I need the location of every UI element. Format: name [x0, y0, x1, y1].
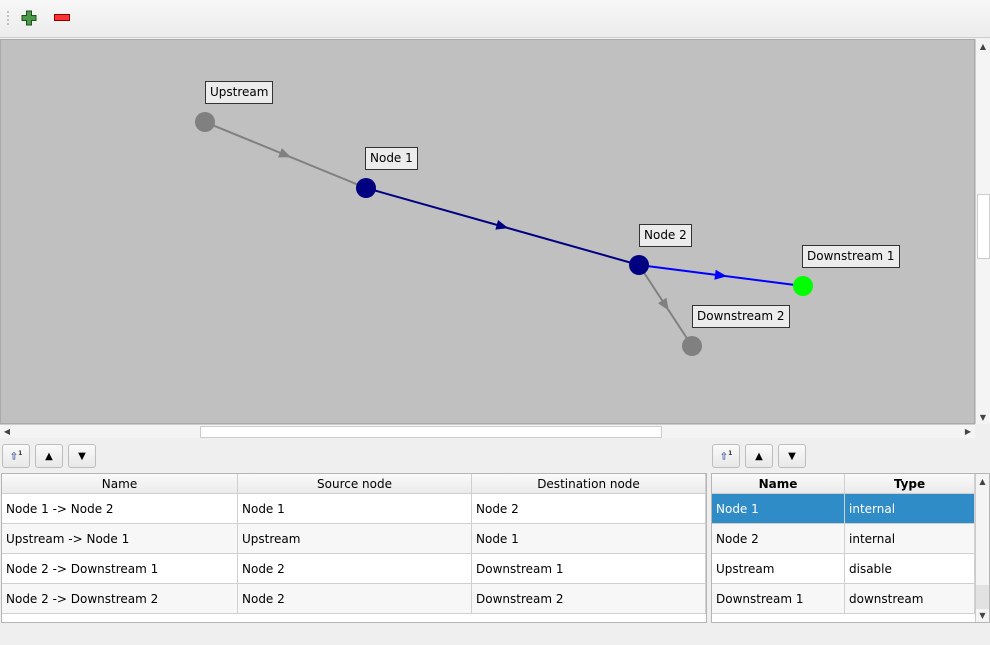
up-arrow-icon: ▲	[755, 450, 763, 462]
node-label: Node 1	[365, 147, 418, 170]
nodes-table-cell[interactable]: internal	[845, 524, 975, 554]
sort-icon: ⇧1	[719, 449, 733, 463]
graph-node[interactable]	[629, 255, 649, 275]
nodes-table-cell[interactable]: Node 1	[712, 494, 845, 524]
edges-table-cell[interactable]: Upstream -> Node 1	[2, 524, 238, 554]
edges-move-up-button[interactable]: ▲	[35, 444, 63, 468]
scroll-left-icon[interactable]: ◀	[3, 427, 11, 436]
add-button[interactable]	[18, 8, 40, 28]
edge-arrow-icon	[495, 220, 509, 230]
nodes-table-cell[interactable]: downstream	[845, 584, 975, 614]
graph-node[interactable]	[195, 112, 215, 132]
up-arrow-icon: ▲	[45, 450, 53, 462]
sort-icon: ⇧1	[9, 449, 23, 463]
node-label: Upstream	[205, 81, 274, 104]
node-label: Node 2	[639, 224, 692, 247]
nodes-move-down-button[interactable]: ▼	[778, 444, 806, 468]
edges-table-cell[interactable]: Node 2	[472, 494, 706, 524]
graph-node[interactable]	[682, 336, 702, 356]
nodes-table-cell[interactable]: Node 2	[712, 524, 845, 554]
column-header-source[interactable]: Source node	[238, 474, 472, 494]
down-arrow-icon: ▼	[78, 450, 86, 462]
nodes-table-cell[interactable]: Downstream 1	[712, 584, 845, 614]
edges-table-cell[interactable]: Node 1	[238, 494, 472, 524]
column-header-type[interactable]: Type	[845, 474, 975, 494]
node-label: Downstream 1	[802, 245, 900, 268]
toolbar	[0, 0, 990, 38]
edges-table: Name Source node Destination node Node 1…	[1, 473, 707, 623]
scroll-up-icon[interactable]: ▲	[979, 41, 987, 51]
nodes-sort-button[interactable]: ⇧1	[712, 444, 740, 468]
nodes-vertical-scrollbar[interactable]: ▲ ▼	[975, 474, 989, 622]
column-header-destination[interactable]: Destination node	[472, 474, 706, 494]
column-header-name[interactable]: Name	[2, 474, 238, 494]
nodes-table-cell[interactable]: Upstream	[712, 554, 845, 584]
edges-move-down-button[interactable]: ▼	[68, 444, 96, 468]
nodes-table-cell[interactable]: disable	[845, 554, 975, 584]
edges-table-cell[interactable]: Downstream 2	[472, 584, 706, 614]
horizontal-scroll-thumb[interactable]	[200, 426, 662, 438]
edge-arrow-icon	[658, 297, 669, 311]
graph-horizontal-scrollbar[interactable]: ◀ ▶	[0, 424, 975, 438]
green-plus-icon	[21, 10, 37, 26]
vertical-scroll-thumb[interactable]	[976, 585, 989, 609]
nodes-move-up-button[interactable]: ▲	[745, 444, 773, 468]
edges-table-cell[interactable]: Node 2	[238, 554, 472, 584]
scroll-right-icon[interactable]: ▶	[964, 427, 972, 436]
edges-table-cell[interactable]: Node 2	[238, 584, 472, 614]
nodes-table-cell[interactable]: internal	[845, 494, 975, 524]
scroll-corner	[975, 424, 990, 438]
scroll-down-icon[interactable]: ▼	[979, 412, 987, 422]
graph-view[interactable]	[1, 40, 976, 425]
remove-button[interactable]	[51, 8, 73, 28]
graph-node[interactable]	[356, 178, 376, 198]
edges-table-cell[interactable]: Node 1 -> Node 2	[2, 494, 238, 524]
edges-table-cell[interactable]: Node 1	[472, 524, 706, 554]
vertical-scroll-thumb[interactable]	[977, 194, 990, 259]
graph-node[interactable]	[793, 276, 813, 296]
edge-arrow-icon	[278, 148, 292, 158]
graph-vertical-scrollbar[interactable]: ▲ ▼	[975, 39, 990, 424]
scroll-up-icon[interactable]: ▲	[979, 476, 986, 486]
node-label: Downstream 2	[692, 305, 790, 328]
edges-sort-button[interactable]: ⇧1	[2, 444, 30, 468]
edges-table-cell[interactable]: Node 2 -> Downstream 2	[2, 584, 238, 614]
edge-arrow-icon	[714, 269, 727, 280]
edges-table-cell[interactable]: Node 2 -> Downstream 1	[2, 554, 238, 584]
red-minus-icon	[54, 14, 70, 21]
edges-table-cell[interactable]: Downstream 1	[472, 554, 706, 584]
scroll-down-icon[interactable]: ▼	[979, 610, 986, 620]
column-header-name[interactable]: Name	[712, 474, 845, 494]
edges-table-cell[interactable]: Upstream	[238, 524, 472, 554]
toolbar-grip[interactable]	[6, 10, 10, 26]
down-arrow-icon: ▼	[788, 450, 796, 462]
